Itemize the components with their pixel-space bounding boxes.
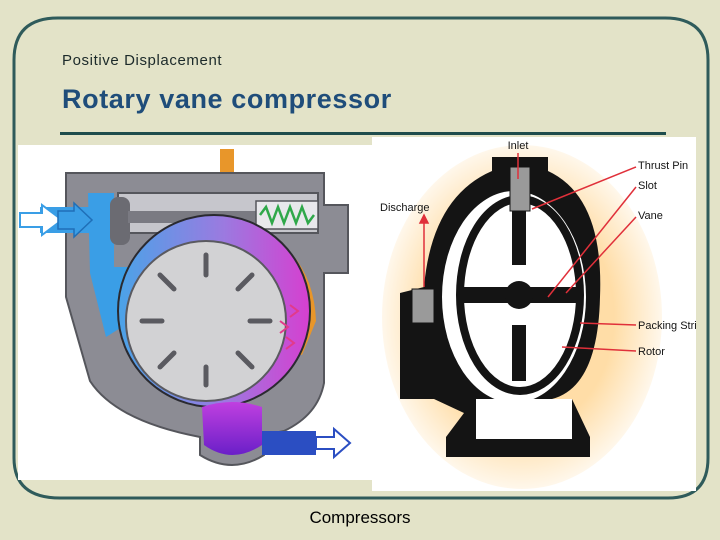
outlet-arrow [315, 426, 352, 460]
vane [157, 350, 177, 370]
label-rotor: Rotor [638, 346, 665, 358]
vane-bottom [512, 325, 526, 381]
vane-top [512, 209, 526, 265]
valve-spring [259, 203, 315, 227]
label-thrust-pin: Thrust Pin [638, 160, 688, 172]
slide-footer: Compressors [309, 508, 411, 527]
label-packing-strip: Packing Strip [638, 320, 696, 332]
vane [157, 272, 177, 292]
vane-left [460, 287, 512, 303]
vane [235, 272, 255, 292]
vanes [139, 252, 273, 388]
slide-subtitle: Positive Displacement [62, 52, 223, 69]
leader-lines [418, 153, 637, 352]
vane-right [526, 287, 578, 303]
outlet-duct [262, 431, 316, 455]
outlet-chamber [202, 402, 262, 455]
inlet-arrow [19, 203, 64, 237]
title-underline [60, 132, 666, 135]
discharge-port [411, 288, 435, 324]
rotor-hub [505, 281, 533, 309]
vane [235, 350, 255, 370]
label-vane: Vane [638, 210, 663, 222]
inlet-arrow-inner [57, 201, 94, 239]
rotary-vane-cross-section-diagram: Inlet Discharge Thrust Pin Slot Vane Pac… [372, 137, 696, 491]
label-inlet: Inlet [508, 140, 529, 152]
label-discharge: Discharge [380, 202, 430, 214]
rotary-vane-cutaway-diagram [18, 145, 372, 480]
inlet-port [509, 166, 531, 212]
slide-title: Rotary vane compressor [62, 84, 392, 114]
base-window [476, 399, 572, 439]
discharge-markers [279, 304, 300, 350]
label-slot: Slot [638, 180, 657, 192]
valve-piston [110, 197, 130, 245]
